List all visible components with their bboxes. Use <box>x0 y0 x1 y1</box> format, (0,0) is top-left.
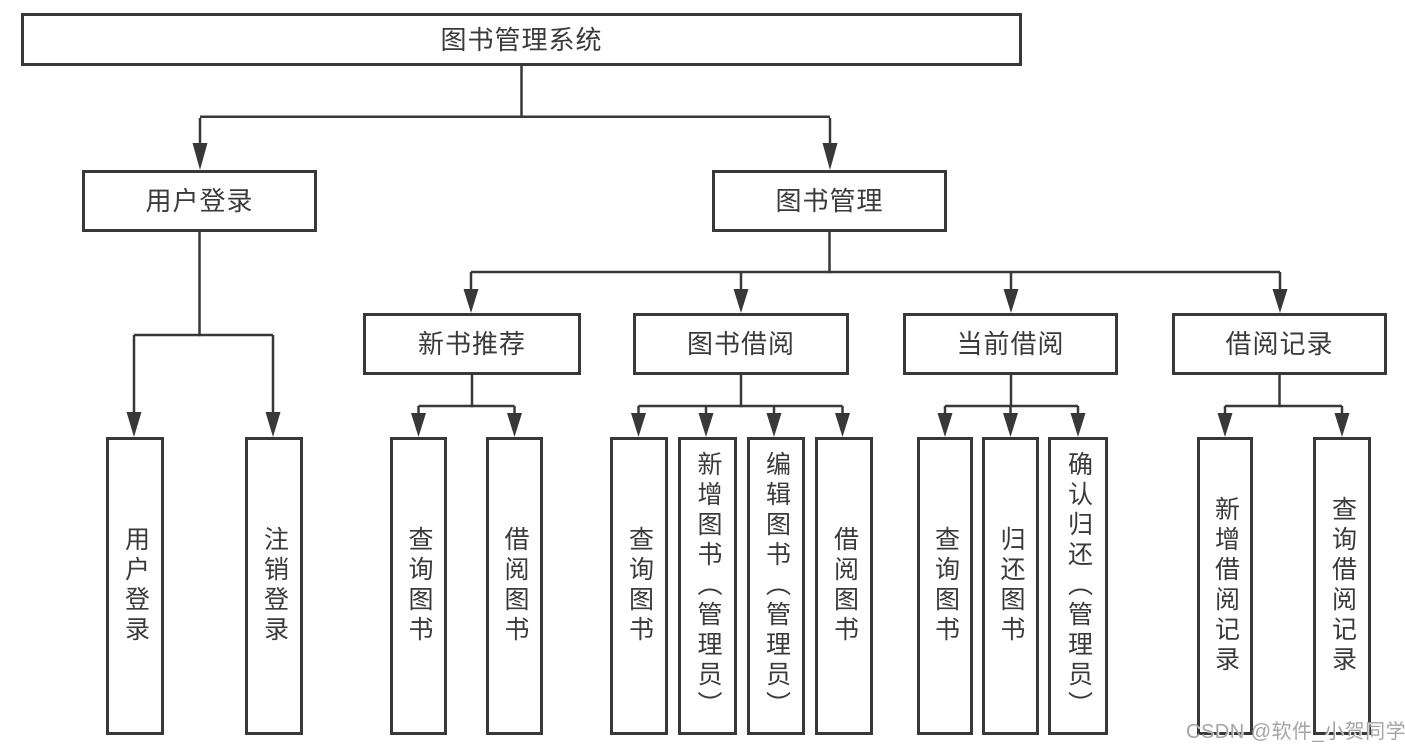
leaf-label: 查询图书 <box>625 526 654 646</box>
leaf-label: 编辑图书（管理员） <box>762 451 791 721</box>
leaf-query-books: 查询图书 <box>610 437 668 735</box>
node-book-management: 图书管理 <box>712 170 947 232</box>
arrowhead <box>822 143 838 170</box>
leaf-query-books: 查询图书 <box>390 437 447 735</box>
leaf-label: 新增借阅记录 <box>1211 496 1240 676</box>
leaf-user-login: 用户登录 <box>106 437 164 735</box>
arrowhead <box>1003 289 1019 313</box>
leaf-label: 确认归还（管理员） <box>1064 451 1093 721</box>
leaf-label: 查询图书 <box>931 526 960 646</box>
leaf-label: 借阅图书 <box>830 526 859 646</box>
node-library-system: 图书管理系统 <box>21 13 1022 66</box>
arrowhead <box>192 143 208 170</box>
node-label: 借阅记录 <box>1225 329 1334 359</box>
arrowhead <box>733 289 749 313</box>
leaf-borrow-books: 借阅图书 <box>486 437 543 735</box>
leaf-confirm-return-admin: 确认归还（管理员） <box>1048 437 1108 735</box>
arrowhead <box>463 289 479 313</box>
node-label: 图书借阅 <box>686 329 795 359</box>
arrowhead <box>766 413 782 437</box>
arrowhead <box>411 413 426 437</box>
leaf-logout: 注销登录 <box>245 437 303 735</box>
arrowhead <box>265 412 281 437</box>
node-label: 新书推荐 <box>417 329 526 359</box>
node-label: 图书管理系统 <box>440 24 603 55</box>
leaf-label: 查询图书 <box>405 526 433 646</box>
leaf-label: 借阅图书 <box>501 526 529 646</box>
leaf-return-book: 归还图书 <box>982 437 1039 735</box>
node-new-book-recommend: 新书推荐 <box>363 313 581 375</box>
leaf-add-book-admin: 新增图书（管理员） <box>678 437 737 735</box>
arrowhead <box>1003 413 1018 437</box>
arrowhead <box>1334 413 1350 437</box>
leaf-label: 用户登录 <box>121 526 150 646</box>
leaf-label: 归还图书 <box>997 526 1025 646</box>
node-current-borrow: 当前借阅 <box>903 313 1118 375</box>
node-book-borrow: 图书借阅 <box>633 313 849 375</box>
node-label: 当前借阅 <box>956 329 1065 359</box>
arrowhead <box>1272 289 1288 313</box>
arrowhead <box>835 413 850 437</box>
arrowhead <box>937 413 953 437</box>
leaf-query-books: 查询图书 <box>917 437 973 735</box>
node-user-login: 用户登录 <box>82 170 317 232</box>
arrowhead <box>126 412 142 437</box>
leaf-label: 新增图书（管理员） <box>694 451 722 721</box>
leaf-label: 查询借阅记录 <box>1328 496 1357 676</box>
csdn-watermark: CSDN @软件_小贺同学 <box>1186 721 1405 743</box>
leaf-edit-book-admin: 编辑图书（管理员） <box>747 437 805 735</box>
node-borrow-records: 借阅记录 <box>1172 313 1387 375</box>
arrowhead <box>1070 413 1086 437</box>
leaf-query-borrow-record: 查询借阅记录 <box>1313 437 1371 735</box>
leaf-borrow-books: 借阅图书 <box>815 437 873 735</box>
arrowhead <box>507 413 522 437</box>
arrowhead <box>698 413 714 437</box>
arrowhead <box>1217 413 1233 437</box>
node-label: 用户登录 <box>145 186 254 216</box>
node-label: 图书管理 <box>775 186 884 216</box>
leaf-add-borrow-record: 新增借阅记录 <box>1197 437 1253 735</box>
leaf-label: 注销登录 <box>260 526 289 646</box>
arrowhead <box>631 413 646 437</box>
